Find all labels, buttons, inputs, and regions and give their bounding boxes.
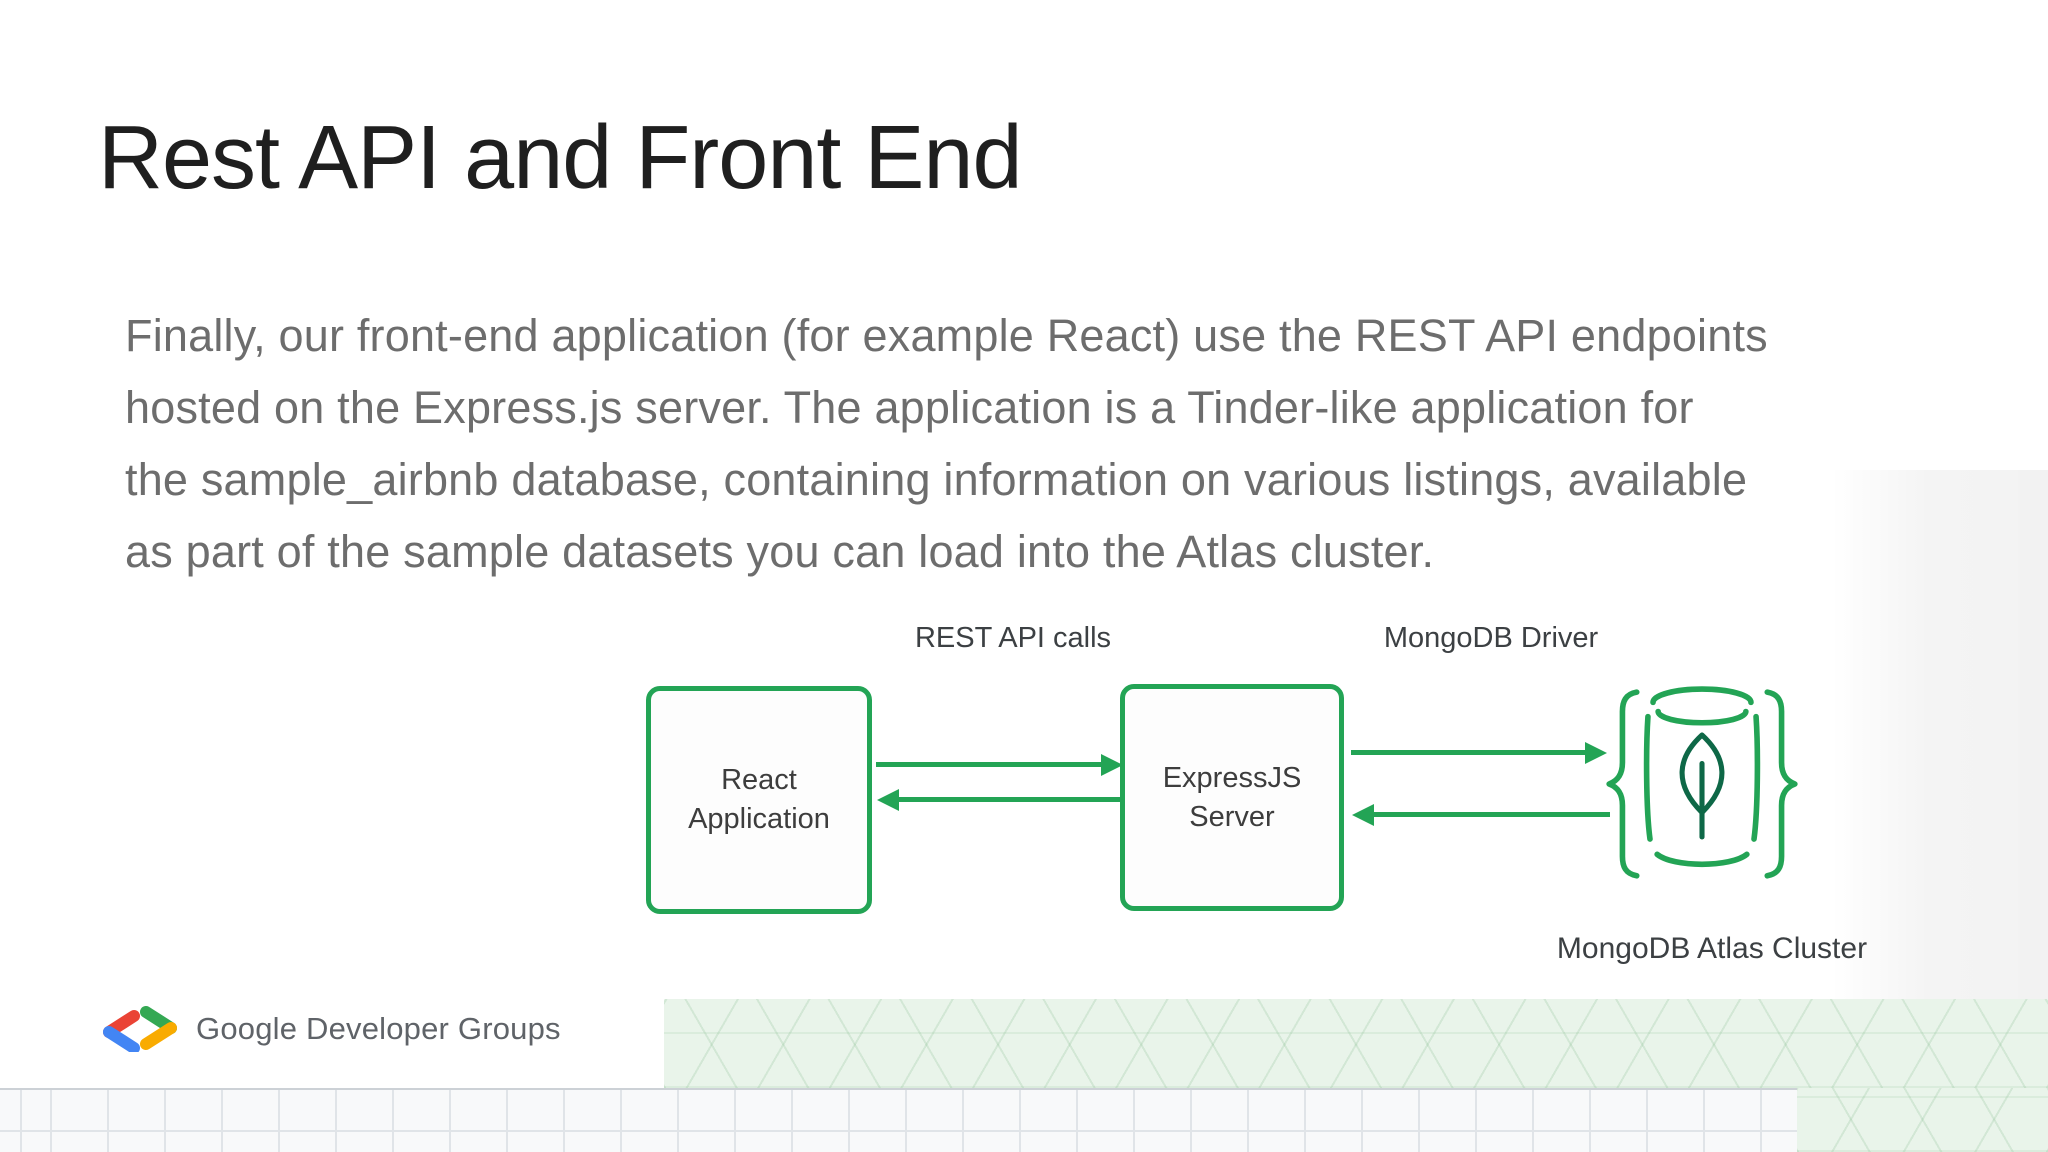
body-line: as part of the sample datasets you can l…: [125, 526, 1435, 577]
footer-brand: Google Developer Groups: [100, 1006, 561, 1052]
react-application-node: React Application: [646, 686, 872, 914]
database-cylinder-icon: [1643, 686, 1761, 868]
body-line: the sample_airbnb database, containing i…: [125, 454, 1748, 505]
green-triangle-pattern-corner: [1797, 1088, 2048, 1152]
express-node-label-line2: Server: [1189, 800, 1275, 833]
curly-brace-right-icon: [1764, 689, 1798, 879]
body-paragraph: Finally, our front-end application (for …: [125, 300, 2015, 588]
express-node-label-line1: ExpressJS: [1162, 761, 1302, 794]
mongodb-leaf-icon: [1679, 732, 1725, 840]
right-gray-shade: [1830, 470, 2048, 1000]
curly-brace-left-icon: [1606, 689, 1640, 879]
arrow-left-icon: [898, 797, 1124, 802]
page-title: Rest API and Front End: [98, 108, 1023, 208]
label-rest-api-calls: REST API calls: [914, 622, 1112, 654]
arrow-right-icon: [876, 762, 1102, 767]
gdg-chevrons-icon: [103, 1006, 177, 1052]
label-mongodb-driver: MongoDB Driver: [1383, 622, 1599, 654]
footer-brand-label: Google Developer Groups: [196, 1011, 561, 1046]
mongodb-atlas-cluster-icon: [1606, 686, 1798, 879]
expressjs-server-node: ExpressJS Server: [1120, 684, 1344, 911]
label-mongodb-atlas-cluster: MongoDB Atlas Cluster: [1556, 932, 1868, 965]
arrow-left-icon: [1373, 812, 1610, 817]
bottom-grid-pattern: [0, 1088, 1797, 1152]
react-node-label-line2: Application: [688, 803, 830, 835]
gdg-yellow-stroke: [140, 1022, 177, 1050]
green-triangle-pattern-band: [664, 999, 2048, 1088]
body-line: Finally, our front-end application (for …: [125, 310, 1768, 361]
react-node-label-line1: React: [721, 764, 797, 796]
gdg-blue-stroke: [103, 1026, 140, 1052]
body-line: hosted on the Express.js server. The app…: [125, 382, 1694, 433]
arrow-right-icon: [1351, 750, 1586, 755]
